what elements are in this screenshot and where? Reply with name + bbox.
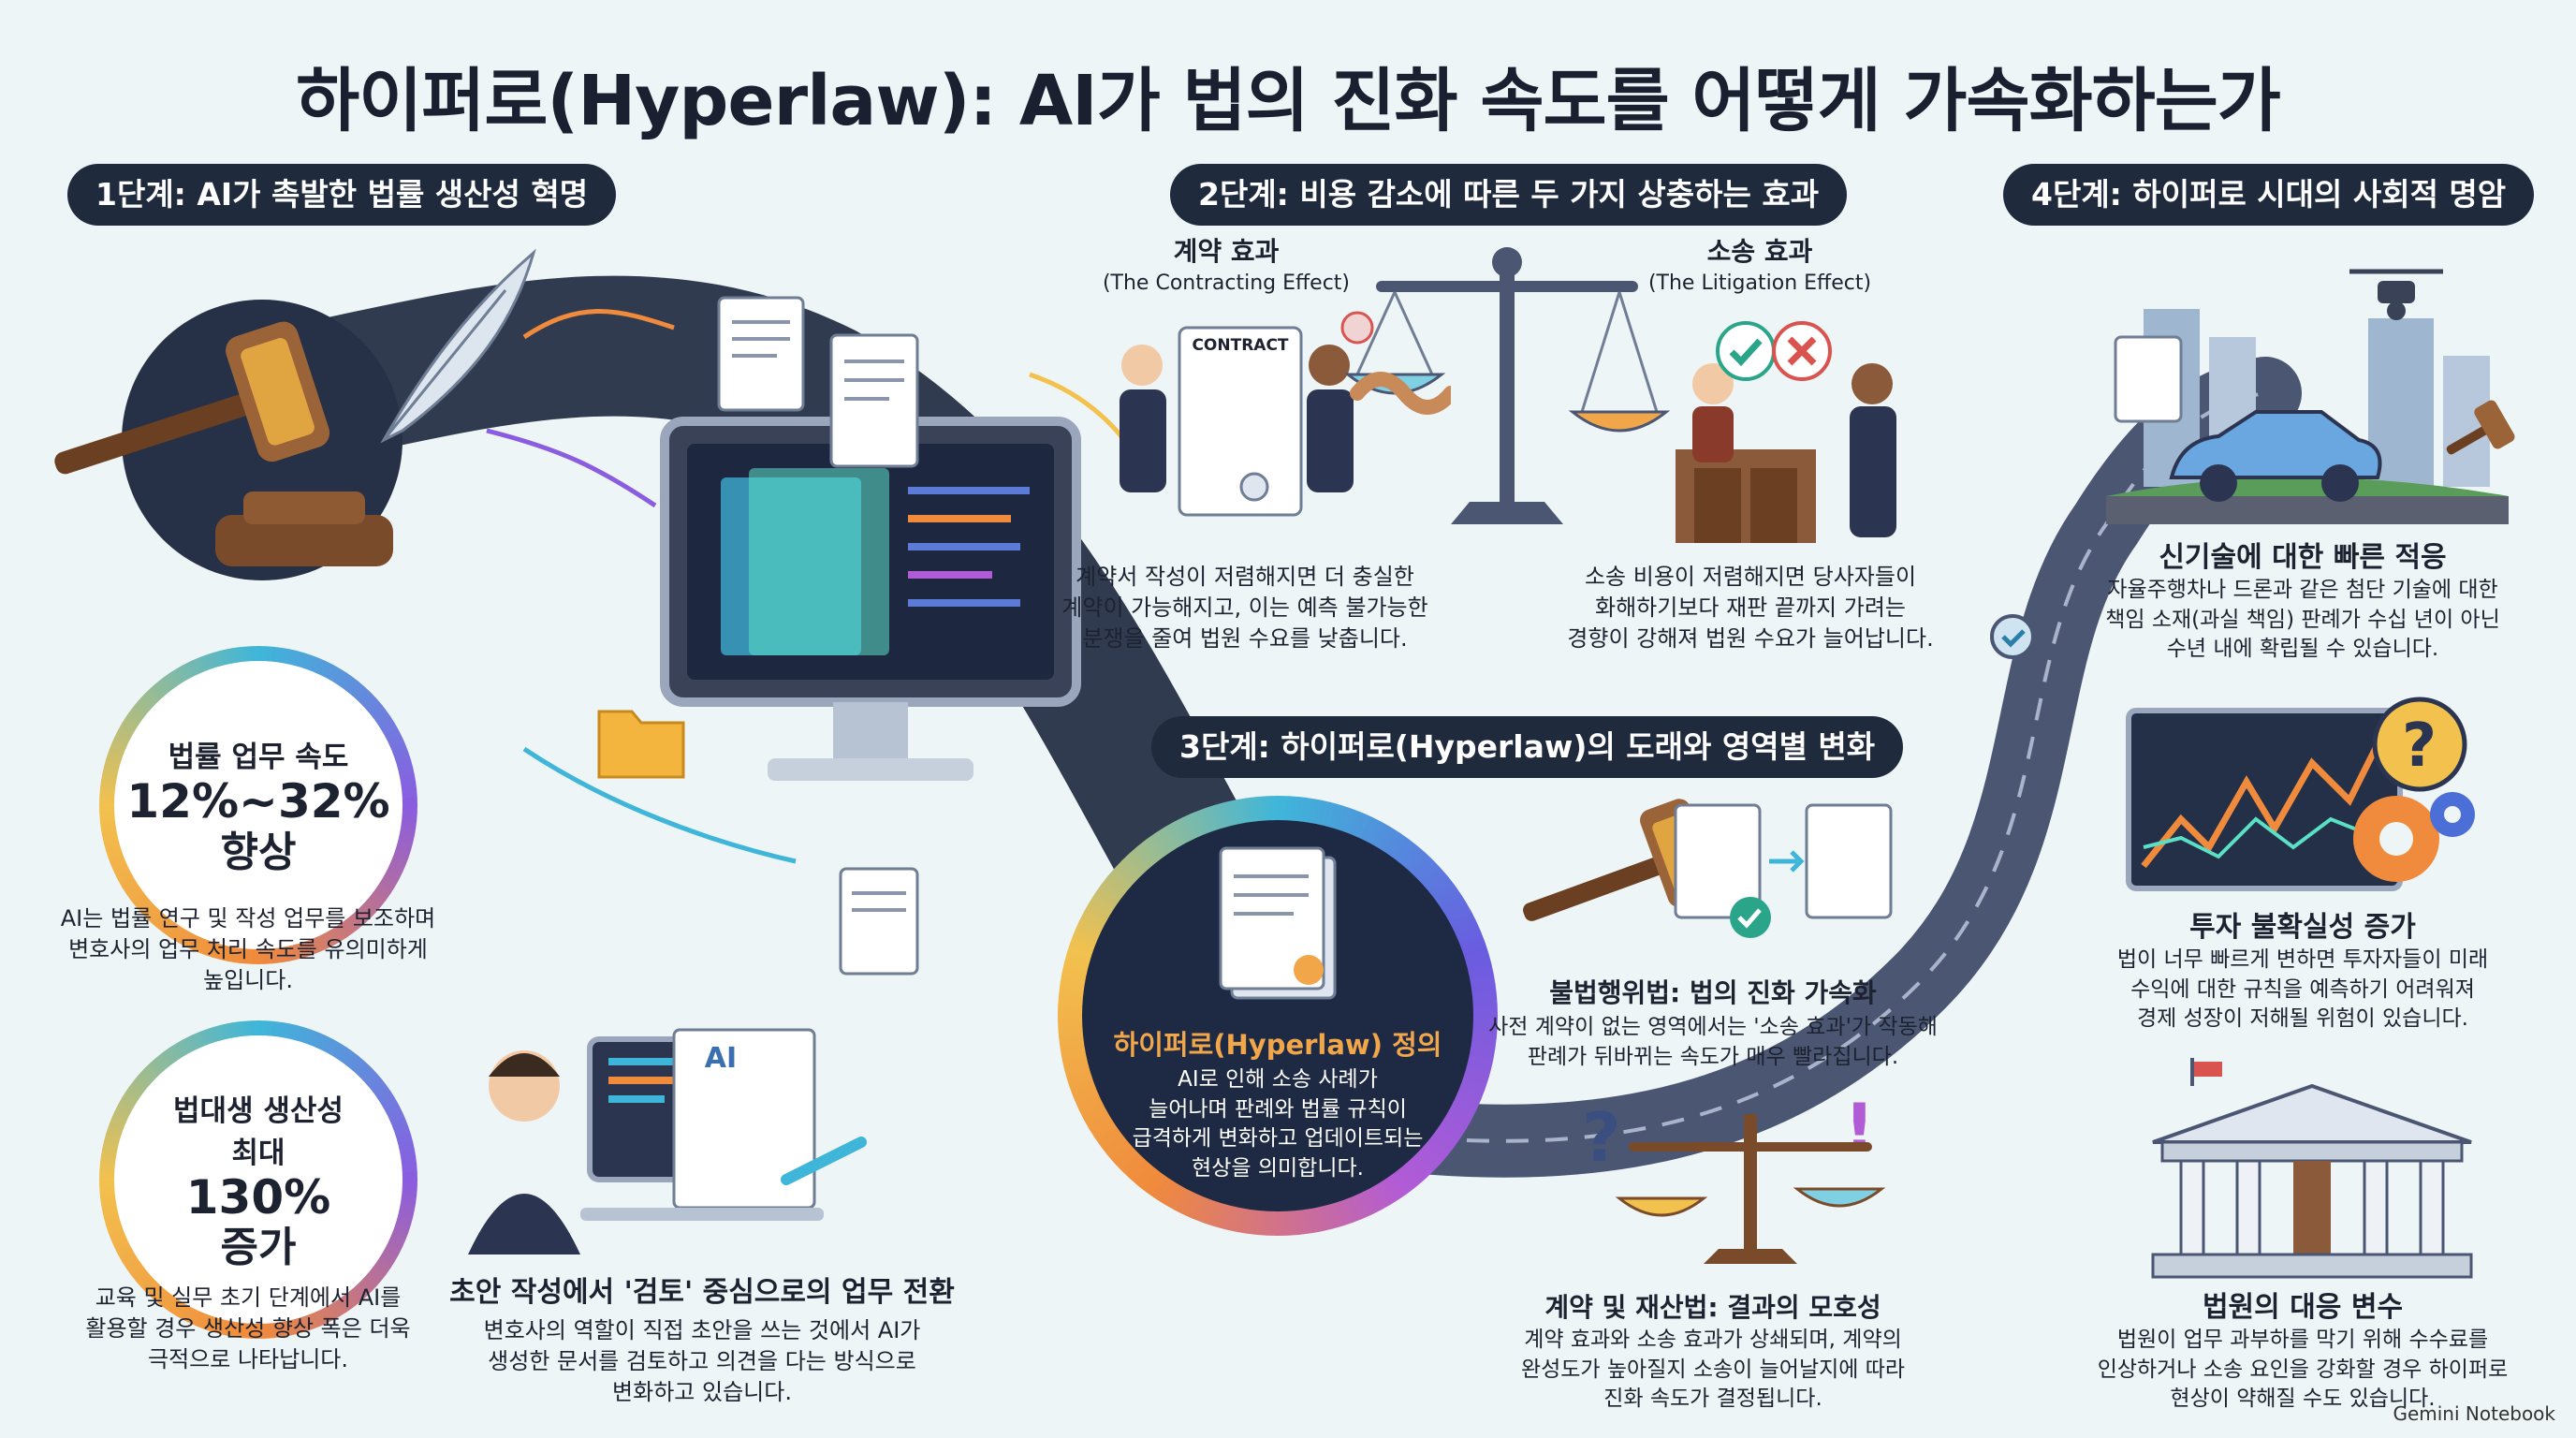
court-title: 법원의 대응 변수 [2202,1291,2404,1324]
desc-line: 법이 너무 빠르게 변하면 투자자들이 미래 [2116,947,2489,972]
desc-line: 경향이 강해져 법원 수요가 늘어납니다. [1567,625,1934,653]
scales-icon: ? ! [1582,1089,1886,1264]
productivity-stat-ring: 법률 업무 속도 12%~32% 향상 [99,646,417,964]
litigation-effect-title: 소송 효과 [1706,236,1813,267]
page-title: 하이퍼로(Hyperlaw): AI가 법의 진화 속도를 어떻게 가속화하는가 [296,61,2281,141]
desc-line: 계약 효과와 소송 효과가 상쇄되며, 계약의 [1524,1328,1902,1352]
contract-property-description: 계약 효과와 소송 효과가 상쇄되며, 계약의 완성도가 높아질지 소송이 늘어… [1460,1326,1966,1415]
court-description: 법원이 업무 과부하를 막기 위해 수수료를 인상하거나 소송 요인을 강화할 … [2059,1326,2546,1415]
drone-icon [2349,269,2443,320]
stat2-description: 교육 및 실무 초기 단계에서 AI를 활용할 경우 생산성 향상 폭은 더욱 … [28,1283,468,1375]
desc-line: 현상을 의미합니다. [1192,1156,1364,1181]
stat-label: 최대 [231,1136,285,1170]
monitor-icon [660,417,1081,781]
desc-line: 진화 속도가 결정됩니다. [1603,1387,1822,1412]
desc-line: 계약서 작성이 저렴해지면 더 충실한 [1076,564,1414,590]
desc-line: 경제 성장이 저해될 위험이 있습니다. [2137,1006,2468,1032]
desc-line: 완성도가 높아질지 소송이 늘어날지에 따라 [1520,1357,1906,1382]
gear-icon [2353,792,2475,882]
stage4-heading: 4단계: 하이퍼로 시대의 사회적 명암 [2003,164,2535,226]
desc-line: 늘어나며 판례와 법률 규칙이 [1149,1096,1407,1122]
svg-text:?: ? [2402,712,2437,781]
gavel-icon [2446,400,2515,455]
contract-effect-subtitle: (The Contracting Effect) [1102,271,1351,295]
desc-line: 활용할 경우 생산성 향상 폭은 더욱 [85,1315,411,1343]
lawyer-review-illustration [468,1028,867,1255]
brand-watermark: Gemini Notebook [2393,1402,2555,1425]
stat-unit: 증가 [220,1224,297,1272]
litigation-scene [1676,363,1896,543]
invest-description: 법이 너무 빠르게 변하면 투자자들이 미래 수익에 대한 규칙을 예측하기 어… [2059,946,2546,1034]
car-icon [2169,410,2382,502]
desc-line: 극적으로 나타납니다. [148,1346,348,1373]
desc-line: 변호사의 업무 처리 속도를 유의미하게 [68,936,428,963]
desc-line: 교육 및 실무 초기 단계에서 AI를 [95,1284,402,1311]
stat-value: 130% [185,1169,331,1225]
desc-line: 인상하거나 소송 요인을 강화할 경우 하이퍼로 [2097,1357,2509,1382]
desc-line: 판례가 뒤바뀌는 속도가 매우 빨라집니다. [1527,1044,1899,1069]
ai-doc-label: AI [704,1042,738,1075]
document-icon [717,296,805,412]
tort-title: 불법행위법: 법의 진화 가속화 [1549,977,1877,1008]
stage1-heading: 1단계: AI가 촉발한 법률 생산성 혁명 [67,164,617,226]
document-icon [829,333,919,468]
desc-line: 자율주행차나 드론과 같은 첨단 기술에 대한 [2107,578,2498,602]
cross-icon [1772,321,1832,381]
stat-label: 법률 업무 속도 [168,741,349,775]
contract-property-title: 계약 및 재산법: 결과의 모호성 [1544,1292,1881,1323]
document-icon [839,867,919,976]
contract-effect-description: 계약서 작성이 저렴해지면 더 충실한 계약이 가능해지고, 이는 예측 불가능… [1039,562,1451,654]
desc-line: 계약이 가능해지고, 이는 예측 불가능한 [1061,594,1428,622]
desc-line: AI는 법률 연구 및 작성 업무를 보조하며 [60,905,436,932]
stat-value: 12%~32% [126,774,390,829]
desc-line: 사전 계약이 없는 영역에서는 '소송 효과'가 작동해 [1488,1015,1938,1039]
definition-description: AI로 인해 소송 사례가 늘어나며 판례와 법률 규칙이 급격하게 변화하고 … [1101,1065,1455,1184]
contract-scene [1120,311,1374,517]
desc-line: 법원이 업무 과부하를 막기 위해 수수료를 [2116,1328,2489,1352]
quill-icon [380,248,536,444]
desc-line: 수년 내에 확립될 수 있습니다. [2166,637,2439,662]
drafting-description: 변호사의 역할이 직접 초안을 쓰는 것에서 AI가 생성한 문서를 검토하고 … [440,1315,964,1408]
definition-title: 하이퍼로(Hyperlaw) 정의 [1113,1029,1442,1061]
stat-unit: 향상 [220,828,297,876]
litigation-effect-description: 소송 비용이 저렴해지면 당사자들이 화해하기보다 재판 끝까지 가려는 경향이… [1544,562,1956,654]
stat-label: 법대생 생산성 [173,1093,344,1128]
handshake-icon [1350,372,1451,415]
scales-icon [1343,247,1671,524]
desc-line: 현상이 약해질 수도 있습니다. [2170,1387,2436,1412]
tech-description: 자율주행차나 드론과 같은 첨단 기술에 대한 책임 소재(과실 책임) 판례가… [2059,576,2546,665]
svg-text:!: ! [1844,1089,1875,1167]
gavel-icon [54,300,402,580]
tort-gavel-documents [1523,799,1893,938]
tort-description: 사전 계약이 없는 영역에서는 '소송 효과'가 작동해 판례가 뒤바뀌는 속도… [1442,1013,1984,1072]
contract-effect-title: 계약 효과 [1173,236,1280,267]
litigation-effect-subtitle: (The Litigation Effect) [1647,271,1872,295]
desc-line: 소송 비용이 저렴해지면 당사자들이 [1584,564,1917,590]
invest-title: 투자 불확실성 증가 [2189,911,2416,944]
courthouse-icon [2151,1058,2473,1279]
desc-line: 변화하고 있습니다. [612,1379,792,1406]
contract-doc-label: CONTRACT [1192,336,1289,355]
stage2-heading: 2단계: 비용 감소에 따른 두 가지 상충하는 효과 [1170,164,1848,226]
folder-icon [597,710,685,779]
desc-line: 수익에 대한 규칙을 예측하기 어려워져 [2130,976,2475,1002]
student-stat-ring: 법대생 생산성 최대 130% 증가 [99,1020,417,1339]
tech-title: 신기술에 대한 빠른 적응 [2159,541,2447,574]
stage3-heading: 3단계: 하이퍼로(Hyperlaw)의 도래와 영역별 변화 [1151,716,1904,778]
hyperlaw-definition-ring: 하이퍼로(Hyperlaw) 정의 AI로 인해 소송 사례가 늘어나며 판례와… [1058,796,1498,1236]
document-icon [1219,846,1337,1000]
desc-line: 분쟁을 줄여 법원 수요를 낮춥니다. [1082,625,1408,653]
desc-line: 책임 소재(과실 책임) 판례가 수십 년이 아닌 [2105,607,2500,632]
desc-line: 생성한 문서를 검토하고 의견을 다는 방식으로 [488,1348,916,1375]
question-icon: ? [2372,697,2467,792]
desc-line: AI로 인해 소송 사례가 [1178,1067,1378,1092]
desc-line: 화해하기보다 재판 끝까지 가려는 [1594,594,1906,622]
desc-line: 급격하게 변화하고 업데이트되는 [1132,1126,1424,1152]
svg-text:?: ? [1582,1098,1621,1177]
desc-line: 높입니다. [203,967,293,994]
drafting-title: 초안 작성에서 '검토' 중심으로의 업무 전환 [449,1276,955,1309]
stat1-description: AI는 법률 연구 및 작성 업무를 보조하며 변호사의 업무 처리 속도를 유… [28,903,468,996]
desc-line: 변호사의 역할이 직접 초안을 쓰는 것에서 AI가 [483,1317,921,1343]
